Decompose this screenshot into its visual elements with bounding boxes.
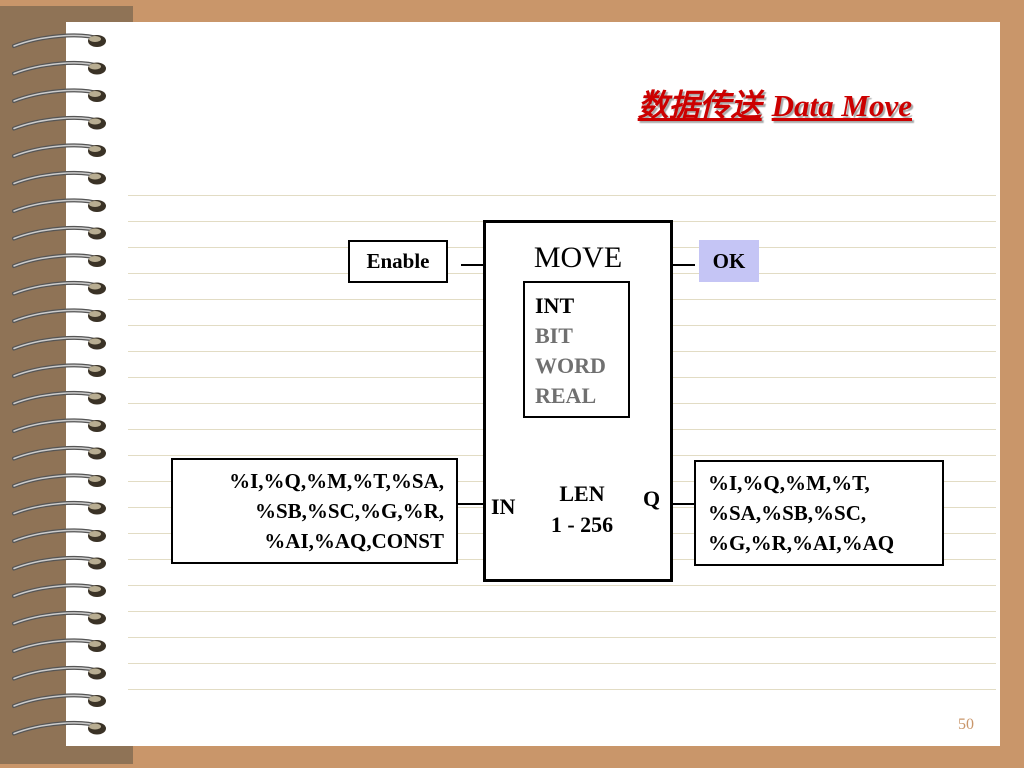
output-operands-line: %SA,%SB,%SC, [708,501,867,525]
output-operands-line: %I,%Q,%M,%T, [708,471,870,495]
ok-wire [673,264,695,266]
type-bit: BIT [535,323,573,348]
input-operands-line: %I,%Q,%M,%T,%SA, [229,469,444,493]
q-port-label: Q [643,486,661,511]
page-number: 50 [958,716,974,733]
ok-label: OK [712,248,746,273]
input-operands-line: %AI,%AQ,CONST [264,529,444,553]
title-chinese: 数据传送 [637,88,762,123]
enable-contact: Enable [348,240,448,283]
ok-output: OK [699,240,759,282]
slide-title: 数据传送 Data Move [0,80,912,125]
input-operands-box: %I,%Q,%M,%T,%SA, %SB,%SC,%G,%R, %AI,%AQ,… [171,458,458,564]
len-range: 1 - 256 [550,512,614,537]
output-operands-box: %I,%Q,%M,%T, %SA,%SB,%SC, %G,%R,%AI,%AQ [694,460,944,566]
in-port-label: IN [491,494,516,519]
type-int: INT [535,293,575,318]
type-real: REAL [535,383,597,408]
title-english: Data Move [771,88,912,123]
move-block-name: MOVE [533,241,623,274]
spiral-binding-icon [12,33,106,736]
enable-label: Enable [366,249,430,273]
output-operands-line: %G,%R,%AI,%AQ [708,531,895,555]
len-label: LEN [559,481,605,506]
input-operands-line: %SB,%SC,%G,%R, [254,499,444,523]
in-wire [458,503,483,505]
enable-wire [461,264,483,266]
q-wire [673,503,694,505]
length-parameter: LEN 1 - 256 [532,478,632,540]
type-word: WORD [535,353,606,378]
data-type-selector: INT BIT WORD REAL [523,281,630,418]
